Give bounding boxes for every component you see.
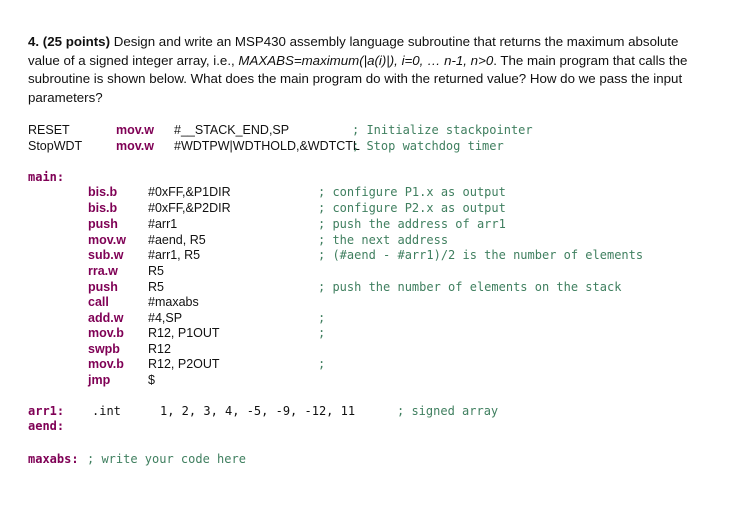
code-mnemonic: mov.w [116, 139, 154, 153]
code-operand: #0xFF,&P1DIR [148, 185, 231, 199]
code-comment: ; push the number of elements on the sta… [318, 280, 622, 294]
code-comment: ; (#aend - #arr1)/2 is the number of ele… [318, 248, 644, 262]
code-comment: ; configure P1.x as output [318, 185, 506, 199]
code-mnemonic: mov.w [88, 233, 126, 247]
code-mnemonic: mov.b [88, 326, 124, 340]
formula: MAXABS=maximum(|a(i)|), i=0, … n-1, n>0 [238, 52, 494, 68]
code-mnemonic: rra.w [88, 264, 118, 278]
code-label: RESET [28, 123, 70, 137]
code-comment: ; [318, 357, 326, 371]
code-operand: R12, P1OUT [148, 326, 220, 340]
code-mnemonic: call [88, 295, 109, 309]
code-comment: ; push the address of arr1 [318, 217, 506, 231]
code-operand: #arr1 [148, 217, 178, 231]
code-operand: #4,SP [148, 311, 183, 325]
code-comment: ; [318, 311, 326, 325]
code-comment: ; the next address [318, 233, 449, 247]
code-mnemonic: swpb [88, 342, 120, 356]
array-values: 1, 2, 3, 4, -5, -9, -12, 11 [160, 404, 356, 418]
code-operand: #arr1, R5 [148, 248, 201, 262]
aend-label: aend: [28, 419, 65, 433]
code-mnemonic: sub.w [88, 248, 124, 262]
code-mnemonic: add.w [88, 311, 124, 325]
code-operand: R5 [148, 280, 164, 294]
maxabs-comment: ; write your code here [87, 452, 246, 466]
code-operand: R5 [148, 264, 164, 278]
code-mnemonic: push [88, 280, 118, 294]
code-operand: $ [148, 373, 155, 387]
code-operand: #aend, R5 [148, 233, 206, 247]
code-operand: #WDTPW|WDTHOLD,&WDTCTL [174, 139, 360, 153]
arr1-label: arr1: [28, 404, 65, 418]
maxabs-label: maxabs: [28, 452, 79, 466]
code-mnemonic: bis.b [88, 185, 118, 199]
main-label: main: [28, 170, 65, 184]
code-operand: R12, P2OUT [148, 357, 220, 371]
code-mnemonic: mov.b [88, 357, 124, 371]
code-comment: ; Initialize stackpointer [352, 123, 533, 137]
code-operand: #maxabs [148, 295, 199, 309]
code-mnemonic: jmp [88, 373, 111, 387]
code-operand: #__STACK_END,SP [174, 123, 290, 137]
code-operand: #0xFF,&P2DIR [148, 201, 231, 215]
code-mnemonic: push [88, 217, 118, 231]
code-comment: ; configure P2.x as output [318, 201, 506, 215]
question-number: 4. (25 points) [28, 34, 111, 49]
question-text-2: . The main program that calls the subrou… [28, 52, 688, 105]
array-directive: .int [92, 404, 121, 418]
code-comment: ; [318, 326, 326, 340]
code-mnemonic: bis.b [88, 201, 118, 215]
code-operand: R12 [148, 342, 171, 356]
code-label: StopWDT [28, 139, 83, 153]
question-text-1: Design and write an MSP430 assembly lang… [28, 34, 679, 68]
code-comment: ; Stop watchdog timer [352, 139, 504, 153]
question-text: 4. (25 points) Design and write an MSP43… [28, 33, 708, 107]
code-mnemonic: mov.w [116, 123, 154, 137]
array-comment: ; signed array [397, 404, 499, 418]
